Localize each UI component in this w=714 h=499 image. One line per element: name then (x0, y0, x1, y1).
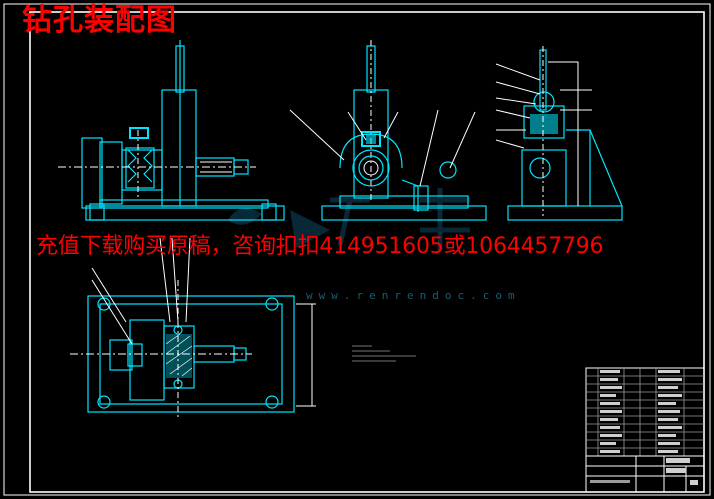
outer-border (3, 3, 711, 496)
inner-border (29, 11, 705, 493)
section-view (495, 46, 623, 221)
watermark-logo (228, 188, 470, 250)
drawing-title: 钻孔装配图 (22, 3, 177, 38)
promo-banner: 充值下载购买原稿，咨询扣扣414951605或1064457796 (36, 234, 604, 259)
plan-view (70, 237, 316, 420)
front-view (58, 40, 285, 221)
watermark-text: www.renrendoc.com (306, 289, 521, 302)
technical-notes (352, 345, 416, 362)
side-view (289, 40, 487, 221)
title-block (585, 455, 705, 493)
